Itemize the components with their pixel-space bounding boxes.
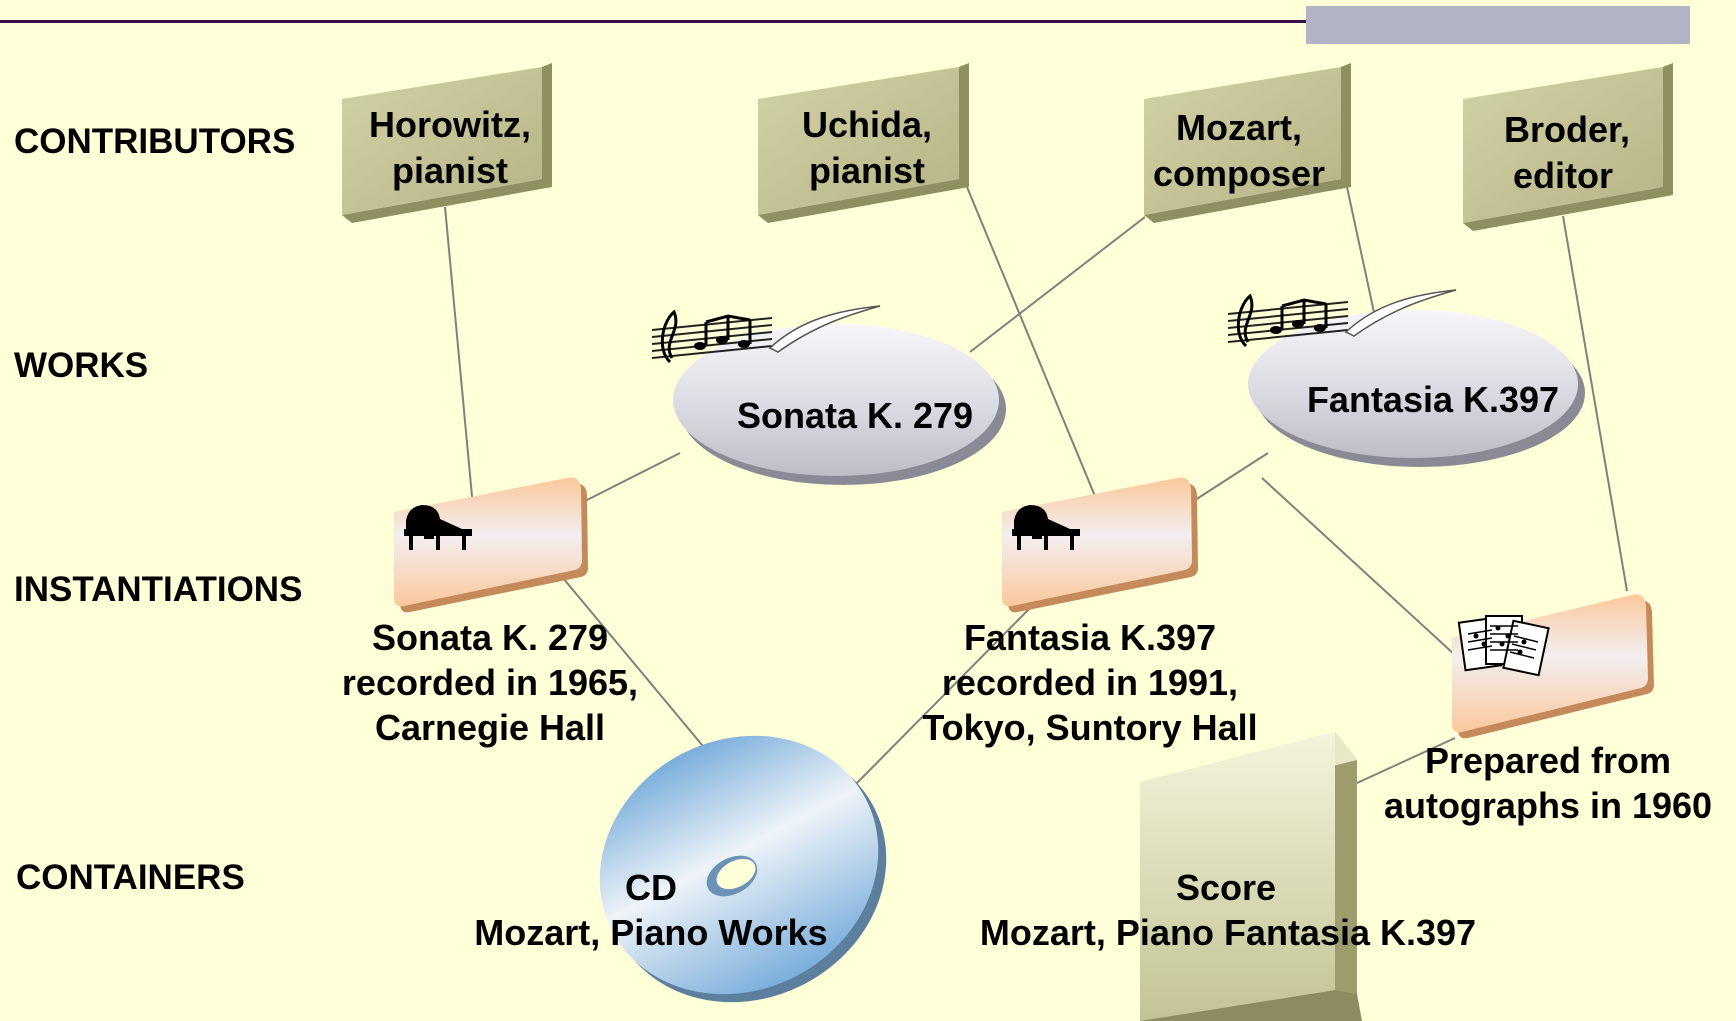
link-sonata-recording: [582, 452, 681, 503]
container-cd: CD Mozart, Piano Works: [474, 735, 887, 1003]
container-score-line2: Mozart, Piano Fantasia K.397: [980, 912, 1476, 953]
connector-lines: [444, 186, 1628, 788]
cd-icon: [706, 855, 758, 897]
contributor-horowitz: Horowitz, pianist: [342, 63, 552, 223]
work-sonata-k279: Sonata K. 279: [651, 305, 1006, 485]
work-fantasia-k397: Fantasia K.397: [1227, 289, 1585, 467]
header-rule: [0, 20, 1690, 23]
contributor-mozart: Mozart, composer: [1144, 63, 1351, 223]
link-fantasia-score-edition: [1261, 477, 1456, 656]
sheet-music-icon: [1457, 615, 1550, 677]
link-uchida-fantasia-recording: [966, 186, 1098, 502]
instantiation-score-line1: Prepared from: [1425, 740, 1671, 781]
contributor-horowitz-line1: Horowitz,: [369, 104, 531, 145]
instantiation-sonata-recording: Sonata K. 279 recorded in 1965, Carnegie…: [342, 477, 638, 748]
link-horowitz-sonata-recording: [444, 206, 474, 508]
link-mozart-fantasia: [1346, 186, 1376, 318]
row-label-works: WORKS: [14, 346, 148, 385]
music-notes-icon: [651, 305, 881, 364]
instantiation-score-edition: Prepared from autographs in 1960: [1384, 594, 1712, 826]
score-book-icon: [1140, 732, 1362, 1021]
contributor-broder-line1: Broder,: [1504, 109, 1630, 150]
piano-icon: [404, 505, 472, 550]
row-label-containers: CONTAINERS: [16, 858, 245, 897]
work-sonata-label: Sonata K. 279: [737, 395, 973, 436]
container-cd-line2: Mozart, Piano Works: [474, 912, 827, 953]
link-sonata-recording-cd: [562, 577, 718, 764]
instantiation-sonata-line1: Sonata K. 279: [372, 617, 608, 658]
link-mozart-sonata: [969, 216, 1146, 353]
contributor-broder-line2: editor: [1513, 155, 1613, 196]
link-fantasia-recording-cd: [852, 607, 1031, 788]
instantiation-fantasia-line1: Fantasia K.397: [964, 617, 1216, 658]
music-notes-icon: [1227, 289, 1457, 348]
contributor-mozart-line2: composer: [1153, 153, 1325, 194]
link-score-edition-score: [1356, 737, 1456, 784]
container-score: Score Mozart, Piano Fantasia K.397: [980, 732, 1476, 1021]
link-broder-score-edition: [1562, 215, 1628, 592]
contributor-uchida: Uchida, pianist: [758, 63, 969, 223]
contributor-mozart-line1: Mozart,: [1176, 107, 1302, 148]
contributor-uchida-line1: Uchida,: [802, 104, 932, 145]
row-label-contributors: CONTRIBUTORS: [14, 122, 295, 161]
instantiation-score-line2: autographs in 1960: [1384, 785, 1712, 826]
container-cd-line1: CD: [625, 867, 677, 908]
contributor-horowitz-line2: pianist: [392, 150, 508, 191]
instantiation-fantasia-line3: Tokyo, Suntory Hall: [922, 707, 1257, 748]
instantiation-sonata-line3: Carnegie Hall: [375, 707, 605, 748]
instantiation-fantasia-recording: Fantasia K.397 recorded in 1991, Tokyo, …: [922, 477, 1258, 748]
header-accent-bar: [1306, 6, 1690, 44]
instantiation-sonata-line2: recorded in 1965,: [342, 662, 638, 703]
container-score-line1: Score: [1176, 867, 1276, 908]
link-fantasia-recording: [1191, 452, 1269, 503]
contributor-uchida-line2: pianist: [809, 150, 925, 191]
row-label-instantiations: INSTANTIATIONS: [14, 570, 302, 609]
instantiation-fantasia-line2: recorded in 1991,: [942, 662, 1238, 703]
piano-icon: [1012, 505, 1080, 550]
contributor-broder: Broder, editor: [1463, 63, 1673, 231]
work-fantasia-label: Fantasia K.397: [1307, 379, 1559, 420]
